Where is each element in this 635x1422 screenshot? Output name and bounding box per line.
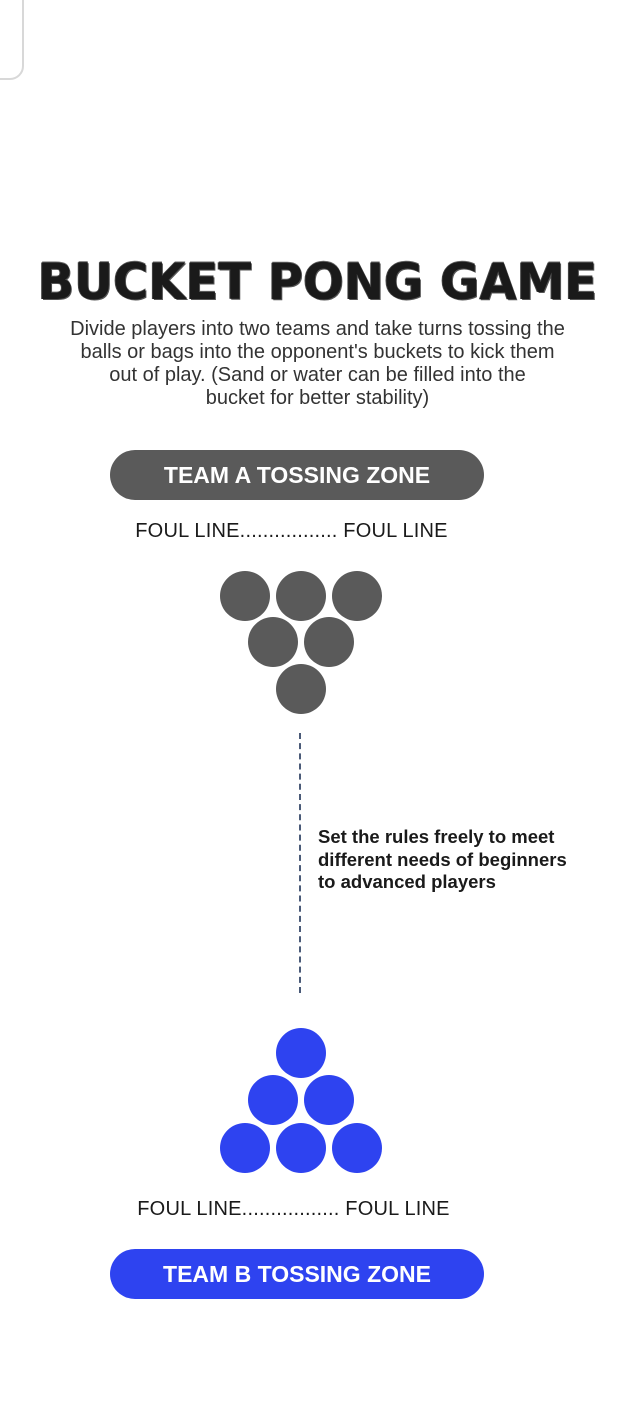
page-title: BUCKET PONG GAME <box>37 253 598 311</box>
team-a-buckets <box>220 571 382 714</box>
description-line: bucket for better stability) <box>205 387 430 409</box>
description-line: out of play. (Sand or water can be fille… <box>109 364 526 386</box>
team-b-bucket <box>220 1123 270 1173</box>
note-line: to advanced players <box>318 871 496 892</box>
corner-frame <box>0 0 24 80</box>
team-b-bucket <box>248 1075 298 1125</box>
team-a-bucket <box>220 571 270 621</box>
team-b-foul-line: FOUL LINE................. FOUL LINE <box>137 1198 450 1220</box>
note-line: different needs of beginners <box>318 848 567 870</box>
team-a-bucket <box>276 571 326 621</box>
team-b-bucket <box>276 1028 326 1078</box>
team-a-bucket <box>332 571 382 621</box>
center-divider-line <box>299 733 301 993</box>
team-a-foul-line: FOUL LINE................. FOUL LINE <box>135 520 448 542</box>
team-a-bucket <box>304 617 354 667</box>
team-b-bucket <box>276 1123 326 1173</box>
description-line: balls or bags into the opponent's bucket… <box>80 341 555 363</box>
rules-note: Set the rules freely to meet different n… <box>318 826 618 894</box>
note-line: Set the rules freely to meet <box>318 826 555 847</box>
team-b-bucket <box>332 1123 382 1173</box>
game-description: Divide players into two teams and take t… <box>20 318 615 410</box>
team-a-tossing-zone: TEAM A TOSSING ZONE <box>110 450 484 500</box>
team-b-buckets <box>220 1028 382 1173</box>
team-a-bucket <box>248 617 298 667</box>
team-b-tossing-zone: TEAM B TOSSING ZONE <box>110 1249 484 1299</box>
description-line: Divide players into two teams and take t… <box>70 318 565 340</box>
team-b-bucket <box>304 1075 354 1125</box>
team-a-bucket <box>276 664 326 714</box>
